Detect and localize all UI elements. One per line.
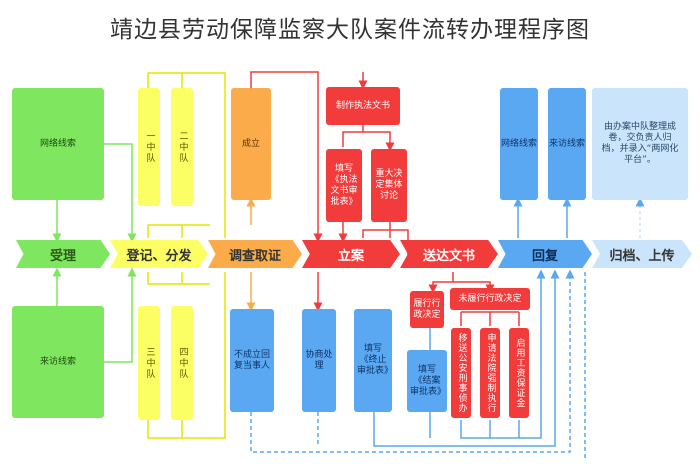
reply-network-clue-box: 网络线索 <box>500 88 538 200</box>
establish-box: 成立 <box>231 88 271 200</box>
stage-document-delivery: 送达文书 <box>400 240 498 268</box>
stage-registration: 登记、分发 <box>110 240 208 268</box>
collective-discussion-box: 重大决定集体讨论 <box>371 149 407 222</box>
stage-archive-upload: 归档、上传 <box>592 240 692 268</box>
stage-investigation: 调查取证 <box>208 240 302 268</box>
make-documents-box: 制作执法文书 <box>326 87 400 125</box>
stage-reply: 回复 <box>498 240 592 268</box>
team-4-box: 四中队 <box>171 306 193 420</box>
negotiate-box: 协商处理 <box>302 309 336 412</box>
apply-court-enforcement-box: 申请法院强制执行 <box>480 328 500 418</box>
network-clue-box: 网络线索 <box>12 88 104 200</box>
stage-case-filing: 立案 <box>302 240 400 268</box>
fill-approval-form-box: 填写《执法文书审批表》 <box>326 149 362 222</box>
wage-deposit-box: 启用工资保证金 <box>509 328 529 418</box>
visit-clue-box: 来访线索 <box>12 306 104 418</box>
performed-decision-box: 履行行政决定 <box>410 291 444 328</box>
fill-closing-form-box: 填写《结案审批表》 <box>407 350 447 412</box>
reply-visit-clue-box: 来访线索 <box>548 88 586 200</box>
fill-termination-form-box: 填写《终止审批表》 <box>354 309 393 412</box>
team-1-box: 一中队 <box>138 88 160 206</box>
team-3-box: 三中队 <box>138 306 160 420</box>
not-performed-decision-box: 未履行行政决定 <box>450 288 530 310</box>
stage-intake: 受理 <box>16 240 110 268</box>
page-title: 靖边县劳动保障监察大队案件流转办理程序图 <box>110 17 590 43</box>
team-2-box: 二中队 <box>171 88 193 206</box>
not-established-box: 不成立回复当事人 <box>230 309 274 412</box>
transfer-to-police-box: 移送公安刑事侦办 <box>451 328 471 418</box>
archive-note-box: 由办案中队整理成卷，交负责人归档，并录入“两网化平台”。 <box>592 88 688 200</box>
